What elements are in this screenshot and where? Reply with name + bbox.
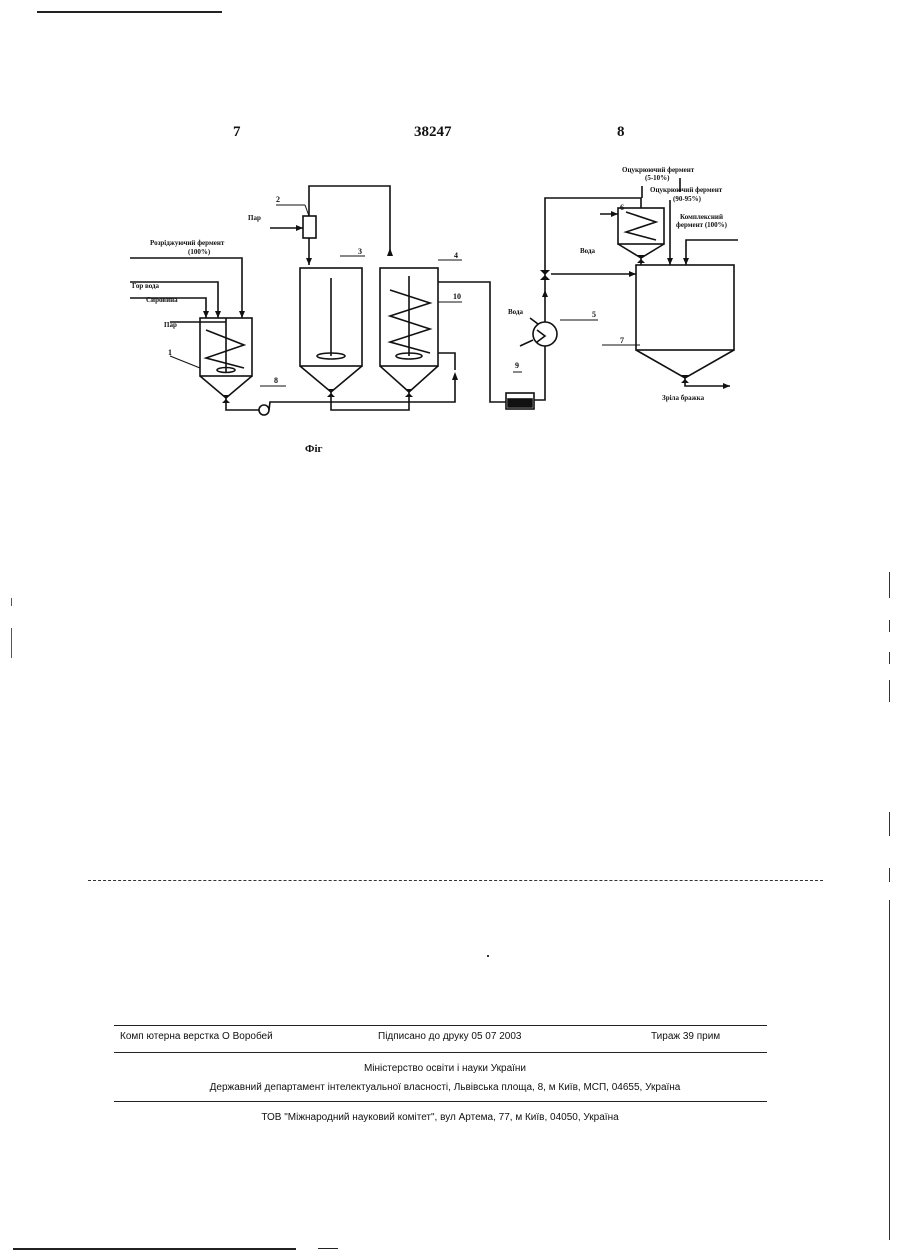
label-liquefying-enzyme-pct: (100%) [188,248,211,256]
footer-signed: Підписано до друку 05 07 2003 [378,1031,521,1042]
num-2: 2 [276,195,280,204]
scan-mark [889,572,890,598]
tank-4 [380,268,438,392]
label-steam-top: Пар [248,214,261,222]
scan-mark [889,868,890,882]
num-8: 8 [274,376,278,385]
vessel-2 [303,216,316,238]
figure-caption: Фіг [305,443,323,455]
label-sugar-enzyme-small-pct: (5-10%) [645,174,670,182]
footer-circulation: Тираж 39 прим [651,1031,720,1042]
dot [487,955,489,957]
footer-publisher: ТОВ "Міжнародний науковий комітет", вул … [0,1112,880,1123]
scan-mark [889,812,890,836]
label-sugar-enzyme-big: Оцукрюючий фермент [650,186,723,194]
label-sugar-enzyme-big-pct: (90-95%) [673,195,702,203]
label-hot-water: Гор вода [132,282,160,290]
num-4: 4 [454,251,458,260]
label-liquefying-enzyme: Розріджуючий фермент [150,239,225,247]
label-complex-enzyme: Комплексний [680,213,723,221]
footer-rule-2 [114,1052,767,1053]
tank-3 [300,268,362,392]
tank-1 [200,318,252,398]
scan-mark [889,680,890,702]
footer-rule-3 [114,1101,767,1102]
num-6: 6 [620,203,624,212]
bottom-rule [13,1248,296,1250]
label-raw-material: Сировина [146,296,178,304]
num-10: 10 [453,292,461,301]
footer-department: Державний департамент інтелектуальної вл… [0,1082,890,1093]
num-7: 7 [620,336,624,345]
label-complex-enzyme-2: фермент (100%) [676,221,728,229]
label-steam-left: Пар [164,321,177,329]
process-diagram: Оцукрюючий фермент (5-10%) Оцукрюючий фе… [0,0,900,470]
label-mature-mash: Зріла бражка [662,394,705,402]
scan-mark [11,628,12,658]
label-water-right: Вода [580,247,596,255]
scan-mark [889,652,890,664]
num-9: 9 [515,361,519,370]
num-5: 5 [592,310,596,319]
footer-rule-1 [114,1025,767,1026]
bottom-rule-short [318,1248,338,1249]
footer-typesetting: Комп ютерна верстка О Воробей [120,1031,273,1042]
heat-exchanger-5 [533,322,557,346]
label-water-cooler: Вода [508,308,524,316]
num-3: 3 [358,247,362,256]
dashed-separator [88,880,823,881]
label-sugar-enzyme-small: Оцукрюючий фермент [622,166,695,174]
vessel-6 [618,208,664,258]
pump-8 [259,405,269,415]
num-1: 1 [168,348,172,357]
tank-7 [636,265,734,378]
footer-ministry: Міністерство освіти і науки України [0,1063,890,1074]
scan-mark [889,620,890,632]
scan-mark [11,598,12,606]
